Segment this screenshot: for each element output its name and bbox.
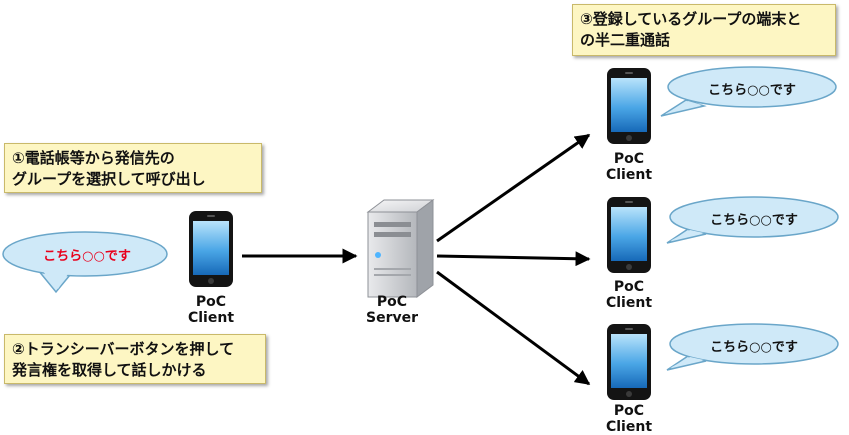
caller-client-label-line-2: Client <box>187 310 235 326</box>
receiver-phone-icon-3 <box>607 324 651 400</box>
speech-bubble-receiver-1 <box>660 66 837 117</box>
receiver-2-speech-text: こちら○○です <box>710 213 798 228</box>
arrow-server-to-client-1 <box>436 133 591 243</box>
receiver-client-3-label-line-2: Client <box>605 419 653 435</box>
receiver-client-2-label: PoC Client <box>594 279 664 311</box>
caller-client-label: PoC Client <box>176 294 246 326</box>
caller-speech-text: こちら○○です <box>43 249 131 264</box>
caller-phone-icon <box>189 211 233 287</box>
server-label-line-2: Server <box>365 310 418 326</box>
note-group-talk-line-1: ③登録しているグループの端末と <box>580 10 802 28</box>
note-call-select: ①電話帳等から発信先の グループを選択して呼び出し <box>4 143 262 193</box>
note-group-talk-line-2: の半二重通話 <box>580 31 671 49</box>
receiver-client-1-label-line-1: PoC <box>613 151 645 167</box>
note-transceiver: ②トランシーバーボタンを押して 発言権を取得して話しかける <box>4 334 266 384</box>
receiver-client-3-label-line-1: PoC <box>613 403 645 419</box>
note-transceiver-line-2: 発言権を取得して話しかける <box>12 361 207 379</box>
receiver-3-speech-text: こちら○○です <box>710 340 798 355</box>
receiver-client-2-label-line-1: PoC <box>613 279 645 295</box>
speech-bubble-receiver-3 <box>666 323 839 371</box>
server-icon <box>366 199 435 298</box>
caller-client-label-line-1: PoC <box>195 294 227 310</box>
receiver-client-1-label: PoC Client <box>594 151 664 183</box>
server-label: PoC Server <box>357 294 427 326</box>
arrow-server-to-client-3 <box>436 270 591 386</box>
receiver-client-1-label-line-2: Client <box>605 167 653 183</box>
receiver-phone-icon-1 <box>607 68 651 144</box>
arrow-server-to-client-2 <box>436 251 591 267</box>
receiver-phone-icon-2 <box>607 197 651 273</box>
receiver-1-speech-text: こちら○○です <box>708 83 796 98</box>
receiver-client-2-label-line-2: Client <box>605 295 653 311</box>
receiver-client-3-label: PoC Client <box>594 403 664 435</box>
note-group-talk: ③登録しているグループの端末と の半二重通話 <box>572 4 836 56</box>
note-transceiver-line-1: ②トランシーバーボタンを押して <box>12 340 235 358</box>
speech-bubble-receiver-2 <box>666 196 839 244</box>
speech-bubble-caller <box>2 231 168 294</box>
note-call-select-line-2: グループを選択して呼び出し <box>12 170 206 188</box>
server-label-line-1: PoC <box>376 294 408 310</box>
note-call-select-line-1: ①電話帳等から発信先の <box>12 149 175 167</box>
